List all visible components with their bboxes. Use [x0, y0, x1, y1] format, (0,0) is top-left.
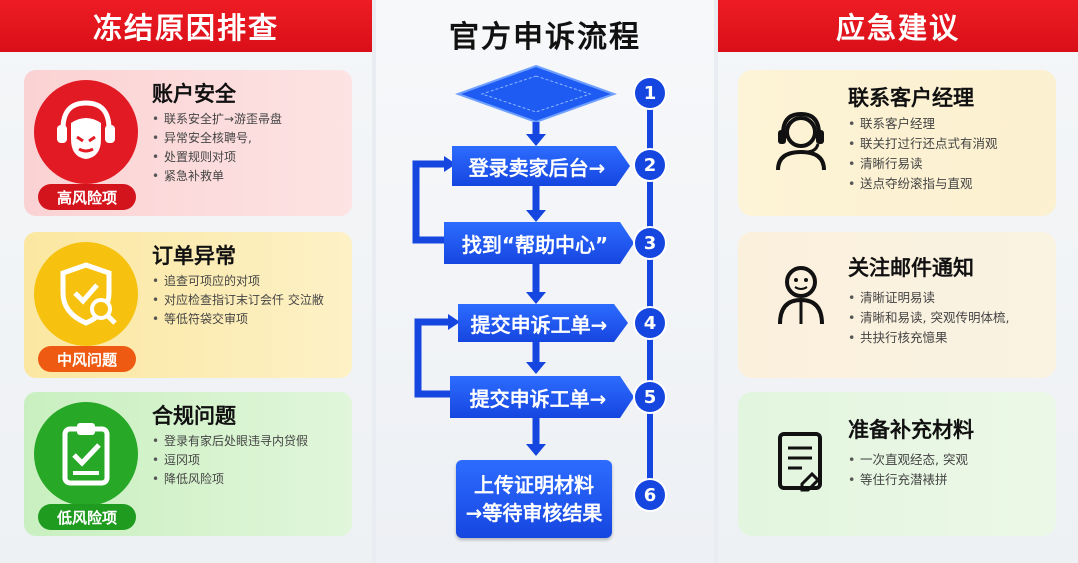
bullet-list: 追查可项应的对项 对应检查指订末订会仟 交泣敝 等低符袋交审项 — [152, 272, 348, 329]
card-title: 订单异常 — [152, 244, 236, 268]
flow-title: 官方申诉流程 — [449, 20, 641, 55]
card-title: 账户安全 — [152, 82, 236, 106]
step-number-1: 1 — [635, 78, 665, 108]
list-item: 逗冈项 — [152, 451, 348, 470]
list-item: 清晰行易读 — [848, 154, 1048, 174]
card-title: 合规问题 — [152, 404, 236, 428]
list-item: 追查可项应的对项 — [152, 272, 348, 291]
list-item: 异常安全核聘号, — [152, 129, 348, 148]
cause-check-panel: 冻结原因排查 高风险项 账户安全 联系安全扩→游歪帚盘 异常安全核聘号, 处置规… — [0, 0, 372, 563]
list-item: 等低符袋交审项 — [152, 310, 348, 329]
step-number-2: 2 — [635, 150, 665, 180]
list-item: 一次直观经态, 突观 — [848, 450, 1048, 470]
step-upload-and-wait[interactable]: 上传证明材料 →等待审核结果 — [456, 460, 612, 538]
step-number-4: 4 — [635, 308, 665, 338]
shield-search-icon — [34, 242, 138, 346]
risk-badge-high: 高风险项 — [38, 184, 136, 210]
document-edit-icon — [766, 428, 836, 498]
step-wait-label: →等待审核结果 — [465, 501, 603, 525]
step-submit-ticket[interactable]: 提交申诉工单→ — [458, 304, 628, 342]
step-submit-ticket-again[interactable]: 提交申诉工单→ — [450, 376, 634, 418]
emergency-advice-panel: 应急建议 联系客户经理 联系客户经理 联关打过行还点式有消观 清晰行易读 送点夺… — [718, 0, 1078, 563]
user-headset-icon — [34, 80, 138, 184]
list-item: 清晰证明易读 — [848, 288, 1048, 308]
card-title: 联系客户经理 — [848, 86, 974, 110]
appeal-flow-panel: 官方申诉流程 登录卖家后台→ 找到“帮助中心” 提交申诉工单→ 提交申诉工单→ … — [376, 0, 714, 563]
list-item: 紧急补救单 — [152, 167, 348, 186]
email-notification-card[interactable]: 关注邮件通知 清晰证明易读 清晰和易读, 突观传明体梳, 共抉行核充憶果 — [738, 232, 1056, 378]
bullet-list: 清晰证明易读 清晰和易读, 突观传明体梳, 共抉行核充憶果 — [848, 288, 1048, 348]
step-number-6: 6 — [635, 480, 665, 510]
list-item: 降低风险项 — [152, 470, 348, 489]
step-find-help-center[interactable]: 找到“帮助中心” — [444, 222, 634, 264]
list-item: 联关打过行还点式有消观 — [848, 134, 1048, 154]
step-login-seller-backend[interactable]: 登录卖家后台→ — [452, 146, 630, 186]
emergency-advice-header: 应急建议 — [718, 0, 1078, 52]
card-title: 关注邮件通知 — [848, 256, 974, 280]
order-anomaly-card[interactable]: 中风问题 订单异常 追查可项应的对项 对应检查指订末订会仟 交泣敝 等低符袋交审… — [24, 232, 352, 378]
step-upload-label: 上传证明材料 — [474, 473, 594, 497]
list-item: 联系客户经理 — [848, 114, 1048, 134]
person-icon — [766, 262, 836, 332]
list-item: 对应检查指订末订会仟 交泣敝 — [152, 291, 348, 310]
bullet-list: 一次直观经态, 突观 等住行充潜裱拼 — [848, 450, 1048, 490]
risk-badge-low: 低风险项 — [38, 504, 136, 530]
list-item: 共抉行核充憶果 — [848, 328, 1048, 348]
card-title: 准备补充材料 — [848, 418, 974, 442]
step-number-3: 3 — [635, 228, 665, 258]
compliance-card[interactable]: 低风险项 合规问题 登录有家后处眼违寻内贷假 逗冈项 降低风险项 — [24, 392, 352, 536]
list-item: 等住行充潜裱拼 — [848, 470, 1048, 490]
risk-badge-medium: 中风问题 — [38, 346, 136, 372]
list-item: 清晰和易读, 突观传明体梳, — [848, 308, 1048, 328]
bullet-list: 登录有家后处眼违寻内贷假 逗冈项 降低风险项 — [152, 432, 348, 489]
contact-manager-card[interactable]: 联系客户经理 联系客户经理 联关打过行还点式有消观 清晰行易读 送点夺纷滚指与直… — [738, 70, 1056, 216]
headset-agent-icon — [766, 104, 836, 174]
account-security-card[interactable]: 高风险项 账户安全 联系安全扩→游歪帚盘 异常安全核聘号, 处置规则对项 紧急补… — [24, 70, 352, 216]
bullet-list: 联系安全扩→游歪帚盘 异常安全核聘号, 处置规则对项 紧急补救单 — [152, 110, 348, 186]
cause-check-header: 冻结原因排查 — [0, 0, 372, 52]
bullet-list: 联系客户经理 联关打过行还点式有消观 清晰行易读 送点夺纷滚指与直观 — [848, 114, 1048, 194]
list-item: 送点夺纷滚指与直观 — [848, 174, 1048, 194]
step-number-5: 5 — [635, 382, 665, 412]
list-item: 联系安全扩→游歪帚盘 — [152, 110, 348, 129]
supplementary-materials-card[interactable]: 准备补充材料 一次直观经态, 突观 等住行充潜裱拼 — [738, 392, 1056, 536]
list-item: 处置规则对项 — [152, 148, 348, 167]
clipboard-check-icon — [34, 402, 138, 506]
list-item: 登录有家后处眼违寻内贷假 — [152, 432, 348, 451]
